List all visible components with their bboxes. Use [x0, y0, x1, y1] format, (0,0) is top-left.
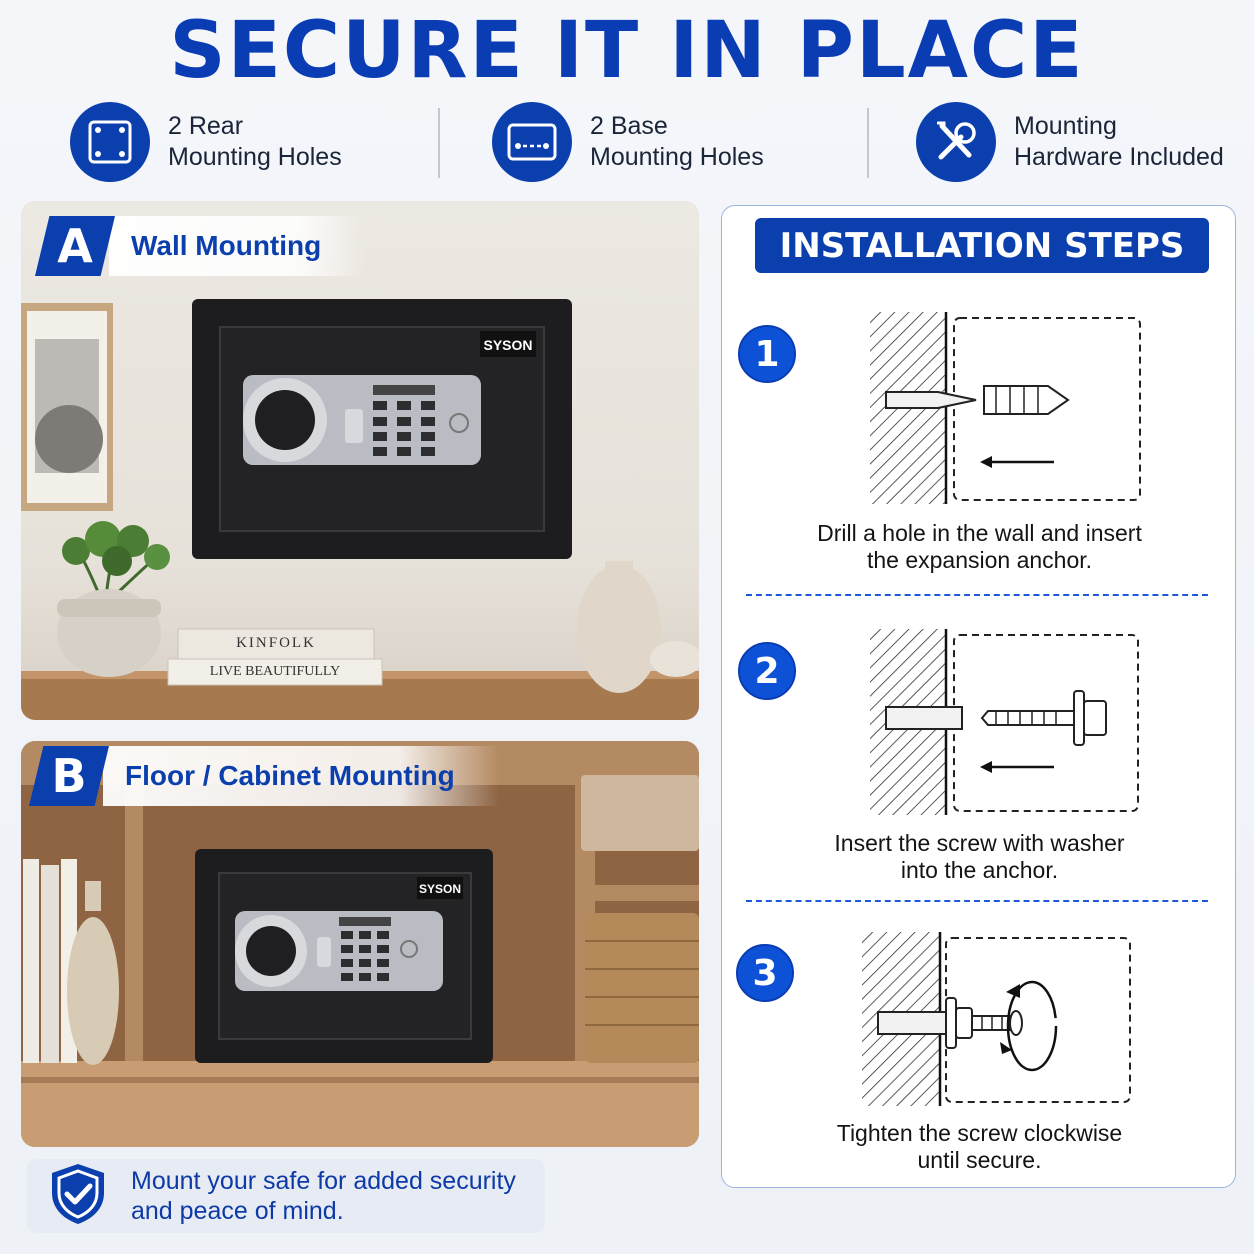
wall-mounting-tag: A Wall Mounting — [35, 215, 366, 277]
step-3-caption: Tighten the screw clockwise until secure… — [722, 1120, 1237, 1174]
step-3-caption-line1: Tighten the screw clockwise — [836, 1120, 1123, 1146]
step-divider — [746, 594, 1208, 596]
security-note: Mount your safe for added security and p… — [27, 1159, 545, 1233]
step-3-caption-line2: until secure. — [917, 1147, 1042, 1173]
feature-divider — [438, 108, 440, 178]
book-title-live-beautifully: LIVE BEAUTIFULLY — [209, 664, 341, 679]
tag-label: Wall Mounting — [109, 216, 366, 276]
step-2-caption: Insert the screw with washer into the an… — [722, 830, 1237, 884]
base-mounting-plate-icon — [492, 102, 572, 182]
feature-line2: Mounting Holes — [590, 143, 764, 171]
tag-letter: A — [35, 216, 115, 276]
step-2-screw-illustration — [870, 629, 1139, 815]
step-3-tighten-illustration — [862, 932, 1131, 1106]
step-1-caption: Drill a hole in the wall and insert the … — [722, 520, 1237, 574]
step-divider — [746, 900, 1208, 902]
shield-check-icon — [47, 1161, 109, 1232]
step-1-caption-line1: Drill a hole in the wall and insert — [817, 520, 1142, 546]
tag-label: Floor / Cabinet Mounting — [103, 746, 499, 806]
step-2-caption-line1: Insert the screw with washer — [834, 830, 1125, 856]
installation-steps-card: INSTALLATION STEPS 1 Drill a hole in the… — [721, 205, 1236, 1188]
installation-title: INSTALLATION STEPS — [755, 218, 1209, 273]
wall-mounting-scene — [21, 299, 699, 720]
note-line2: and peace of mind. — [131, 1197, 344, 1225]
book-title-kinfolk: KINFOLK — [236, 635, 316, 651]
feature-rear-holes: 2 Rear Mounting Holes — [70, 100, 342, 184]
tag-letter: B — [29, 746, 109, 806]
cabinet-safe-brand: SYSON — [418, 882, 461, 896]
cabinet-mounting-panel: SYSON B Floor / Cabinet Mounting — [21, 741, 699, 1147]
feature-divider — [867, 108, 869, 178]
step-1-caption-line2: the expansion anchor. — [866, 547, 1093, 573]
cabinet-mounting-tag: B Floor / Cabinet Mounting — [29, 745, 499, 807]
feature-line1: 2 Base — [590, 112, 668, 140]
wall-safe-brand: SYSON — [483, 337, 533, 353]
wall-mounting-panel: SYSON KINFOLK LIVE BEAUTIFULLY A Wall Mo… — [21, 201, 699, 720]
feature-base-holes: 2 Base Mounting Holes — [492, 100, 764, 184]
page-title: SECURE IT IN PLACE — [169, 6, 1085, 96]
feature-line2: Hardware Included — [1014, 143, 1224, 171]
feature-line1: 2 Rear — [168, 112, 244, 140]
step-2-caption-line2: into the anchor. — [900, 857, 1059, 883]
note-line1: Mount your safe for added security — [131, 1167, 516, 1195]
step-1-anchor-illustration — [870, 312, 1141, 504]
rear-mounting-plate-icon — [70, 102, 150, 182]
step-3-number: 3 — [736, 944, 794, 1002]
step-1-number: 1 — [738, 325, 796, 383]
cabinet-mounting-scene — [21, 741, 699, 1147]
feature-line2: Mounting Holes — [168, 143, 342, 171]
feature-line1: Mounting — [1014, 112, 1117, 140]
feature-hardware: Mounting Hardware Included — [916, 100, 1224, 184]
step-2-number: 2 — [738, 642, 796, 700]
wrench-screwdriver-icon — [916, 102, 996, 182]
